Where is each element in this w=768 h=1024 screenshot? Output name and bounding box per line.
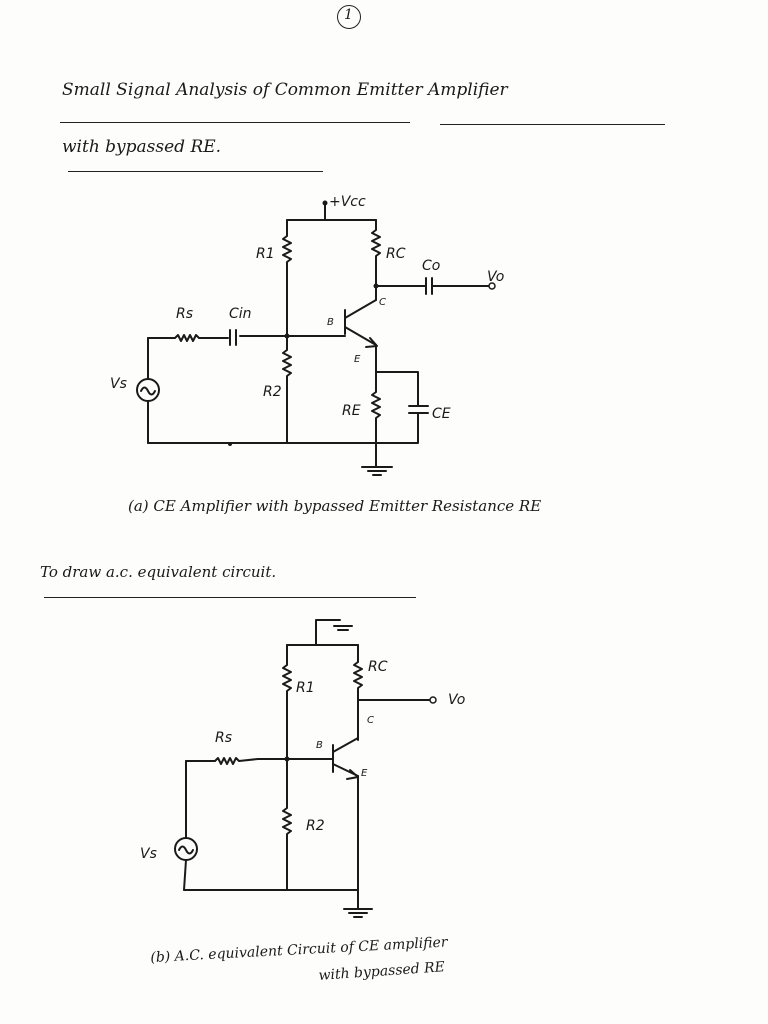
label-r1: R1 [256, 246, 275, 262]
label-vcc: +Vcc [329, 194, 366, 210]
caption-a: (a) CE Amplifier with bypassed Emitter R… [128, 497, 542, 515]
title-underline-right [440, 124, 665, 125]
page-subtitle: with bypassed RE. [62, 137, 222, 157]
label-vs: Vs [110, 376, 127, 392]
section-heading: To draw a.c. equivalent circuit. [40, 563, 277, 581]
label-b-vs: Vs [140, 846, 157, 862]
label-b-r1: R1 [296, 680, 315, 696]
label-cin: Cin [229, 306, 252, 322]
label-b-rs: Rs [215, 730, 232, 746]
label-rc: RC [386, 246, 406, 262]
page-number-text: 1 [344, 7, 353, 23]
label-b-rc: RC [368, 659, 388, 675]
label-b-collector: C [367, 715, 374, 726]
label-emitter: E [354, 354, 361, 365]
label-b-base: B [316, 740, 323, 751]
label-b-emitter: E [361, 768, 368, 779]
label-b-vo: Vo [448, 692, 465, 708]
label-vo: Vo [487, 269, 504, 285]
section-heading-underline [44, 597, 416, 598]
subtitle-underline [68, 171, 323, 172]
label-b-r2: R2 [306, 818, 325, 834]
title-underline-left [60, 122, 410, 123]
label-base: B [327, 317, 334, 328]
label-ce: CE [432, 406, 451, 422]
page-number [337, 5, 361, 29]
page-title: Small Signal Analysis of Common Emitter … [62, 80, 508, 100]
label-r2: R2 [263, 384, 282, 400]
label-collector: C [379, 297, 386, 308]
label-re: RE [342, 403, 361, 419]
circuit-a-wires [136, 200, 496, 476]
label-rs: Rs [176, 306, 193, 322]
circuit-b-wires [174, 619, 437, 918]
label-co: Co [422, 258, 440, 274]
